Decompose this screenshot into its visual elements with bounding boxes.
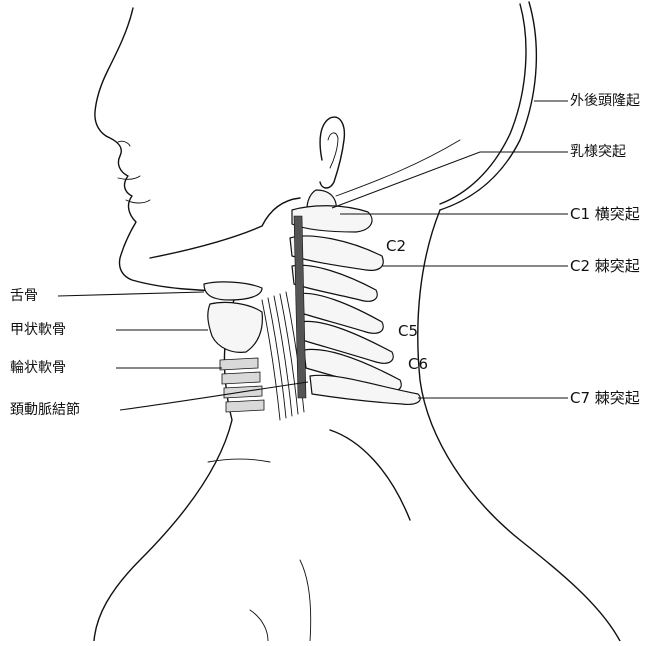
trachea-ring-1 — [220, 358, 258, 370]
leader-carotid-tubercle — [120, 382, 308, 410]
thyroid-cartilage-shape — [208, 302, 263, 352]
back-of-head — [440, 2, 536, 210]
muscle-striation — [280, 294, 298, 414]
label-cricoid-cartilage: 輪状軟骨 — [10, 359, 66, 377]
label-carotid-tubercle: 頚動脈結節 — [10, 401, 80, 419]
vertebra-c1 — [292, 206, 372, 232]
muscle-striation — [268, 298, 286, 418]
chest-curve — [250, 610, 268, 641]
label-c1-transverse-process: C1 横突起 — [570, 205, 640, 223]
label-c6: C6 — [408, 355, 428, 373]
label-c7-spinous-process: C7 棘突起 — [570, 389, 640, 407]
label-c2: C2 — [386, 237, 406, 255]
face-profile — [95, 8, 238, 291]
back-of-head-inner — [440, 4, 526, 204]
label-c2-spinous-process: C2 棘突起 — [570, 257, 640, 275]
label-hyoid-bone: 舌骨 — [10, 287, 38, 305]
ear — [320, 117, 344, 188]
mouth-line — [118, 176, 140, 179]
muscle-striation — [274, 296, 292, 416]
leader-hyoid-bone — [58, 292, 204, 296]
trachea-ring-2 — [222, 372, 260, 384]
label-mastoid-process: 乳様突起 — [570, 143, 626, 161]
label-c5: C5 — [398, 322, 418, 340]
shoulder-curve — [330, 430, 410, 520]
jaw-line — [150, 198, 300, 258]
hyoid-bone-shape — [204, 282, 262, 300]
occipital-ridge — [336, 140, 460, 196]
label-external-occipital-protuberance: 外後頭隆起 — [570, 92, 640, 110]
muscle-striation — [262, 300, 280, 420]
collarbone-notch — [300, 560, 311, 641]
label-thyroid-cartilage: 甲状軟骨 — [10, 321, 66, 339]
ear-inner — [328, 133, 338, 168]
trachea-ring-4 — [226, 400, 264, 412]
